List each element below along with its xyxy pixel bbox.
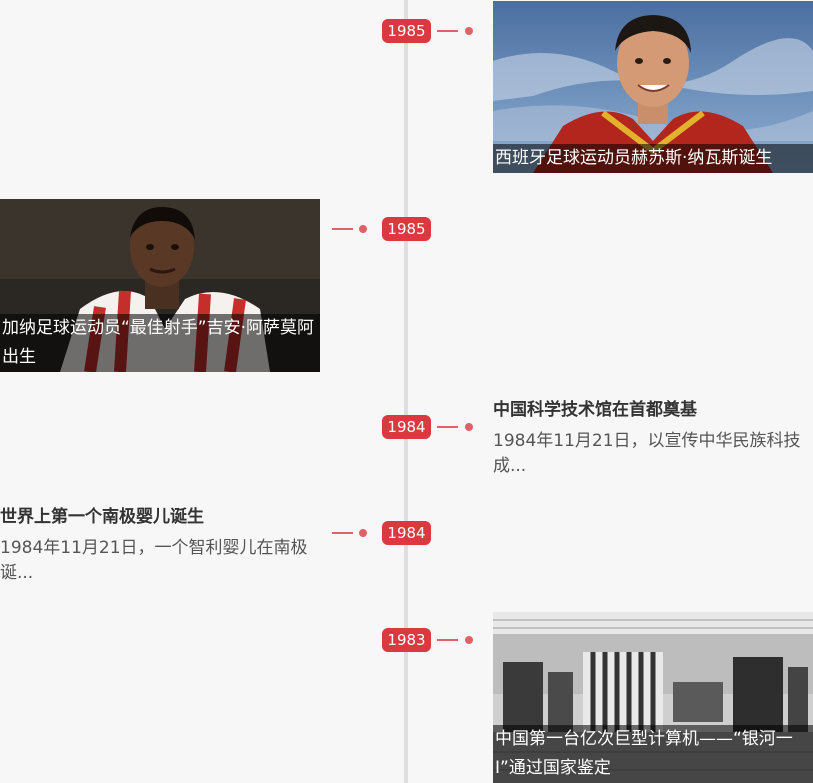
timeline-connector — [332, 532, 353, 534]
event-title: 中国科学技术馆在首都奠基 — [493, 400, 697, 420]
timeline-connector — [437, 30, 458, 32]
event-title: 世界上第一个南极婴儿诞生 — [0, 507, 204, 527]
timeline-dot — [359, 529, 367, 537]
year-badge: 1984 — [382, 415, 431, 439]
timeline-connector — [332, 228, 353, 230]
event-card-antarctic-baby[interactable]: 世界上第一个南极婴儿诞生 1984年11月21日，一个智利婴儿在南极诞... — [0, 506, 320, 586]
timeline-dot — [359, 225, 367, 233]
footballer-portrait-photo — [493, 1, 813, 173]
event-description: 1984年11月21日，以宣传中华民族科技成... — [493, 431, 801, 476]
event-description: 1984年11月21日，一个智利婴儿在南极诞... — [0, 538, 308, 583]
event-caption: 加纳足球运动员“最佳射手”吉安·阿萨莫阿出生 — [0, 314, 320, 372]
year-badge: 1985 — [382, 217, 431, 241]
timeline-connector — [437, 426, 458, 428]
timeline-dot — [465, 27, 473, 35]
year-badge: 1985 — [382, 19, 431, 43]
timeline-dot — [465, 423, 473, 431]
event-caption: 中国第一台亿次巨型计算机——“银河一I”通过国家鉴定 — [493, 725, 813, 783]
timeline-dot — [465, 636, 473, 644]
event-card-yinhe[interactable]: 中国第一台亿次巨型计算机——“银河一I”通过国家鉴定 — [493, 612, 813, 783]
year-badge: 1984 — [382, 521, 431, 545]
timeline-connector — [437, 639, 458, 641]
year-badge: 1983 — [382, 628, 431, 652]
event-caption: 西班牙足球运动员赫苏斯·纳瓦斯诞生 — [493, 144, 813, 173]
event-card-navas[interactable]: 西班牙足球运动员赫苏斯·纳瓦斯诞生 — [493, 1, 813, 173]
event-card-gyan[interactable]: 加纳足球运动员“最佳射手”吉安·阿萨莫阿出生 — [0, 199, 320, 372]
timeline-axis — [404, 0, 408, 783]
event-card-science-museum[interactable]: 中国科学技术馆在首都奠基 1984年11月21日，以宣传中华民族科技成... — [493, 399, 811, 479]
